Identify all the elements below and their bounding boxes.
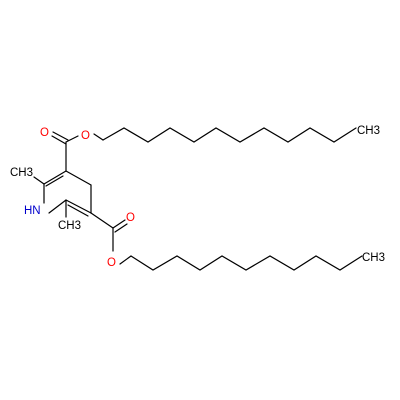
bond-c2-c3-double bbox=[67, 204, 89, 217]
methyl-chain-bottom-terminal: CH3 bbox=[362, 252, 385, 264]
oxygen-carbonyl-top: O bbox=[40, 127, 49, 139]
bond-carbonyl-top-2 bbox=[51, 135, 67, 145]
methyl-c6: CH3 bbox=[10, 167, 33, 179]
oxygen-ether-bottom: O bbox=[107, 257, 116, 269]
bond-carbonyl-top-1 bbox=[52, 131, 69, 141]
bond-c5-c6 bbox=[43, 170, 67, 185]
chain-top bbox=[102, 127, 357, 143]
chain-bottom bbox=[130, 255, 363, 271]
bond-o-chain-top bbox=[93, 133, 104, 141]
methyl-c2: CH3 bbox=[58, 220, 81, 232]
bond-c5-c6-double bbox=[45, 175, 64, 187]
oxygen-carbonyl-bottom: O bbox=[126, 212, 135, 224]
bond-n-c2 bbox=[48, 199, 67, 214]
bonds bbox=[33, 127, 363, 271]
oxygen-ether-top: O bbox=[81, 130, 90, 142]
bond-c-o-ether-top bbox=[65, 135, 79, 143]
bond-carbonyl-bottom-1 bbox=[112, 219, 126, 229]
methyl-chain-top-terminal: CH3 bbox=[357, 125, 380, 137]
bond-carbonyl-bottom-2 bbox=[114, 223, 128, 233]
bond-c5-c4 bbox=[65, 170, 92, 186]
bond-c6-methyl bbox=[33, 176, 45, 185]
bond-o-chain-bottom bbox=[119, 255, 132, 265]
bond-c2-c3 bbox=[65, 199, 92, 214]
atom-labels: O O HN CH3 CH3 O O CH3 CH3 bbox=[10, 125, 385, 269]
bond-ring-ester-bottom bbox=[90, 212, 114, 229]
nitrogen-ring: HN bbox=[24, 205, 41, 217]
